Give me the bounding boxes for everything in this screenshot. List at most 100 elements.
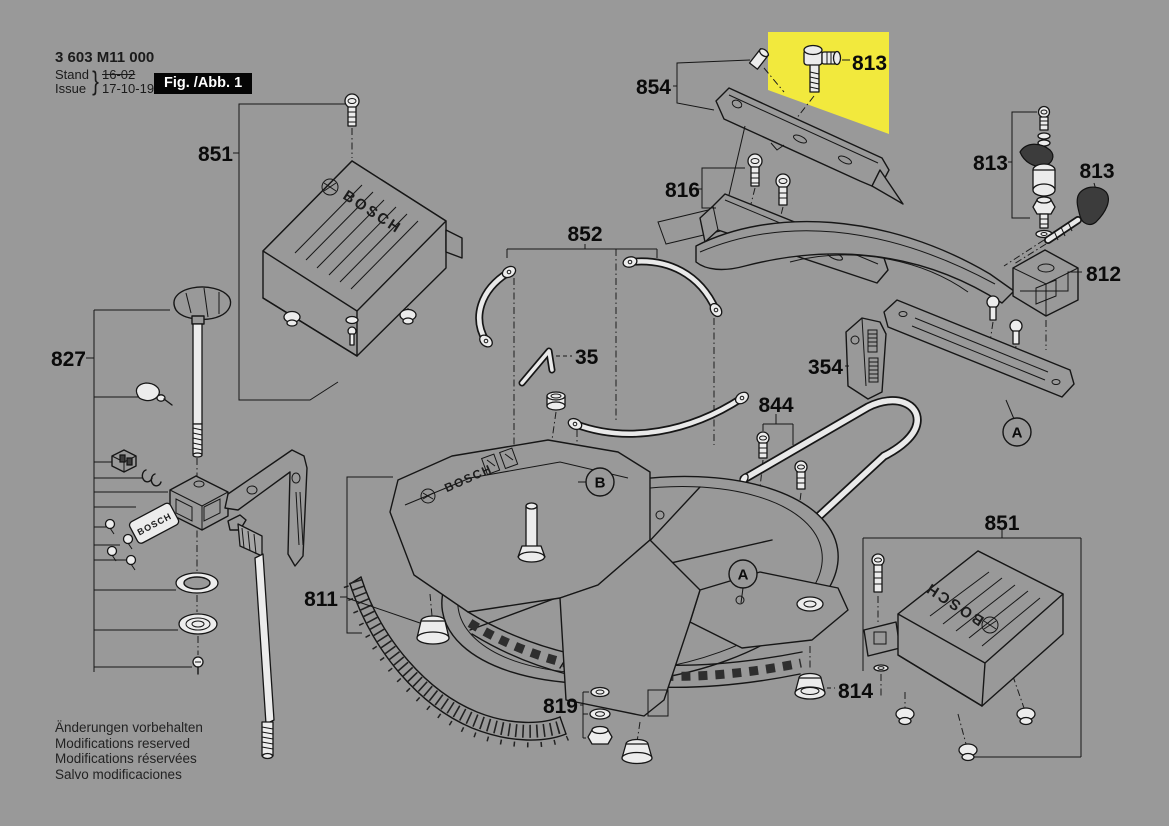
pin (748, 48, 770, 70)
bosch-logo-icon (321, 178, 339, 196)
bracket-816 (698, 167, 745, 209)
wing-bolt (803, 44, 842, 93)
wedge-hatch (867, 329, 879, 383)
part-label-851-top[interactable]: 851 (198, 143, 233, 166)
part-nut-stack: 819 (543, 686, 613, 745)
lower-body (559, 539, 701, 717)
clamp-rod (192, 323, 203, 458)
bosch-logo-icon (420, 488, 436, 504)
disclaimer-es: Salvo modificaciones (55, 766, 182, 782)
bracket-819 (580, 691, 589, 739)
screw (747, 153, 763, 187)
part-label-854[interactable]: 854 (636, 76, 671, 99)
part-label-819[interactable]: 819 (543, 695, 578, 718)
revision-labels: Stand Issue (55, 66, 89, 96)
right-arm (689, 571, 849, 649)
highlight-region-813[interactable] (768, 32, 889, 134)
part-label-827[interactable]: 827 (51, 348, 86, 371)
spindle-pin (517, 502, 546, 563)
hex-key (518, 347, 556, 387)
revision-block: Stand Issue } 16-02 17-10-19 (55, 66, 154, 97)
figure-badge: Fig. /Abb. 1 (154, 73, 253, 94)
screws-below-cover (283, 308, 417, 346)
front-apron: BOSCH (389, 439, 651, 613)
disclaimer-en: Modifications reserved (55, 735, 191, 751)
part-label-816[interactable]: 816 (665, 179, 700, 202)
arc-right (622, 256, 723, 318)
stand-label: Stand (55, 66, 89, 82)
part-label-851-bottom[interactable]: 851 (984, 512, 1019, 535)
part-label-813-lever[interactable]: 813 (1079, 160, 1114, 183)
part-label-813-stack[interactable]: 813 (973, 152, 1008, 175)
disclaimer-fr: Modifications réservées (55, 751, 197, 766)
part-label-844[interactable]: 844 (758, 394, 793, 417)
clamp-knob (173, 286, 232, 325)
bracket-827 (86, 309, 192, 672)
part-lock-knob-stack: 813 (973, 105, 1056, 239)
assembly-markers: A B A (578, 399, 1032, 604)
long-rod (254, 553, 275, 760)
rail-screws (986, 295, 1023, 345)
brace-glyph: } (92, 66, 99, 96)
rail-lower (883, 299, 1075, 398)
tiny-screw (192, 656, 204, 675)
clamp-arm (224, 449, 308, 567)
revision-values: 16-02 17-10-19 (102, 66, 154, 96)
part-base: BOSCH (304, 439, 849, 765)
part-label-811[interactable]: 811 (304, 588, 338, 611)
marker-b: B (595, 475, 606, 492)
screw-above-cover (344, 93, 360, 127)
cover-ribs (929, 571, 1041, 647)
part-foot: 814 (794, 672, 873, 703)
part-motor-cover-left: BOSCH 851 (198, 93, 463, 401)
part-wing-lever: 813 (1044, 160, 1115, 244)
part-clamp-assembly: 827 (51, 286, 308, 760)
slide-block (111, 449, 137, 473)
clips (141, 469, 162, 487)
bracket-854 (673, 59, 751, 111)
bosch-logo-icon (981, 616, 999, 634)
grip (237, 523, 263, 557)
part-rail-assembly: 812 (695, 220, 1121, 398)
part-wing-bolt-selected[interactable]: 813 (770, 44, 887, 151)
part-label-813-selected[interactable]: 813 (852, 52, 887, 75)
bracket-811 (340, 476, 421, 634)
grommet (546, 391, 566, 411)
part-label-814[interactable]: 814 (838, 680, 873, 703)
marker-a2: A (1012, 425, 1023, 442)
bracket-844 (762, 414, 794, 445)
cover-ribs (294, 184, 419, 290)
arc-left (475, 265, 517, 348)
bracket-852 (506, 244, 658, 258)
issue-label: Issue (55, 80, 87, 96)
warning-icons (480, 447, 519, 476)
protractor-scale (343, 576, 570, 748)
disclaimer-de: Änderungen vorbehalten (55, 720, 203, 735)
cover-screws-below (895, 707, 1036, 762)
small-screws (104, 518, 137, 571)
washers (175, 572, 219, 635)
part-label-812[interactable]: 812 (1086, 263, 1121, 286)
rubber-foot (621, 738, 653, 765)
bosch-plate: BOSCH (128, 502, 180, 544)
bar-screws (756, 431, 808, 490)
bracket-812 (1020, 271, 1082, 292)
side-fasteners (863, 553, 901, 672)
bracket-851-top (233, 103, 345, 401)
part-label-852[interactable]: 852 (567, 223, 602, 246)
marker-a1: A (738, 567, 749, 584)
clamp-body (169, 475, 229, 531)
screw (775, 173, 791, 206)
part-label-354[interactable]: 354 (808, 356, 843, 379)
part-label-35[interactable]: 35 (575, 346, 599, 369)
document-number: 3 603 M11 000 (55, 49, 155, 66)
part-motor-cover-right: 851 (862, 512, 1082, 762)
end-block (1012, 249, 1079, 317)
bracket-851-bottom (862, 530, 1082, 758)
arc-bottom (567, 391, 750, 438)
part-wedge: 354 (808, 317, 887, 400)
part-arc-springs: 852 35 (475, 223, 750, 438)
stand-value: 16-02 (102, 66, 136, 82)
